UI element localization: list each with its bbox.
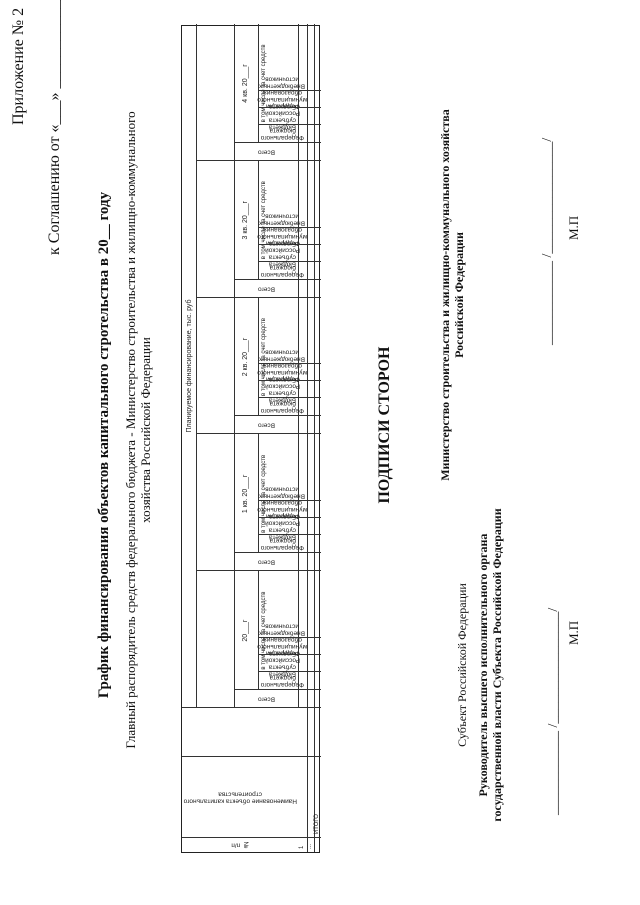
- column-header-source: Внебюджетных источников: [259, 348, 306, 363]
- row-ellipsis: ...: [307, 843, 313, 849]
- left-signature-line: ____________ /________________/: [546, 607, 561, 815]
- column-header-number: № п/п: [231, 841, 249, 849]
- planned-financing-header: Планируемое финансирование, тыс. руб: [186, 299, 193, 433]
- column-header-total: Всего: [257, 695, 275, 703]
- column-header-source: Бюджета субъекта Российской Федерации: [265, 649, 300, 678]
- period-label: 4 кв. 20___г: [242, 64, 249, 103]
- column-header-source: Бюджета муниципального образования: [257, 362, 308, 384]
- column-header-total: Всего: [257, 148, 275, 156]
- period-label: 2 кв. 20___г: [242, 337, 249, 377]
- budget-administrator: Главный распорядитель средств федерально…: [123, 111, 153, 749]
- grid-line: [234, 24, 235, 708]
- column-header-object-name: Наименование объекта капитального строит…: [183, 790, 297, 805]
- column-header-source: Внебюджетных источников: [259, 75, 306, 90]
- left-party-title: Субъект Российской Федерации: [455, 583, 469, 747]
- column-header-total: Всего: [257, 421, 275, 429]
- column-header-source: Бюджета муниципального образования: [257, 88, 308, 110]
- grid-line: [196, 24, 197, 708]
- column-header-source: Бюджета муниципального образования: [257, 499, 308, 521]
- right-signature-line: ____________ /________________/: [540, 137, 555, 345]
- grid-line: [307, 24, 308, 852]
- left-stamp-label: М.П: [566, 620, 581, 645]
- column-header-source: Бюджета муниципального образования: [257, 636, 308, 657]
- right-stamp-label: М.П: [566, 215, 581, 240]
- agreement-reference: к Соглашению от «___» ____________ 20__ …: [46, 0, 63, 255]
- column-header-source: Бюджета субъекта Российской Федерации: [265, 375, 300, 404]
- grid-line: [182, 756, 321, 757]
- signatures-heading: ПОДПИСИ СТОРОН: [376, 346, 393, 504]
- column-header-total: Всего: [257, 558, 275, 566]
- column-header-source: Бюджета субъекта Российской Федерации: [265, 239, 300, 268]
- column-header-source: Внебюджетных источников: [259, 622, 306, 637]
- column-header-source: Внебюджетных источников: [259, 485, 306, 500]
- left-party-signatory: Руководитель высшего исполнительного орг…: [476, 508, 504, 822]
- period-label: 3 кв. 20___г: [242, 200, 249, 240]
- right-party-title: Министерство строительства и жилищно-ком…: [438, 109, 466, 481]
- grid-line: [314, 24, 315, 852]
- column-header-source: Бюджета муниципального образования: [257, 225, 308, 247]
- column-header-source: Бюджета субъекта Российской Федерации: [265, 102, 300, 131]
- document-title: График финансирования объектов капитальн…: [96, 191, 112, 699]
- total-row-label: ИТОГО: [314, 814, 320, 834]
- period-label: 20___г: [242, 619, 249, 642]
- row-number-1: 1: [299, 845, 305, 849]
- period-label: 1 кв. 20___г: [242, 474, 249, 514]
- column-header-source: Бюджета субъекта Российской Федерации: [265, 512, 300, 541]
- financing-schedule-table: № п/п Наименование объекта капитального с…: [181, 24, 321, 853]
- column-header-source: Внебюджетных источников: [259, 212, 306, 227]
- column-header-total: Всего: [257, 285, 275, 293]
- appendix-label: Приложение № 2: [10, 7, 27, 125]
